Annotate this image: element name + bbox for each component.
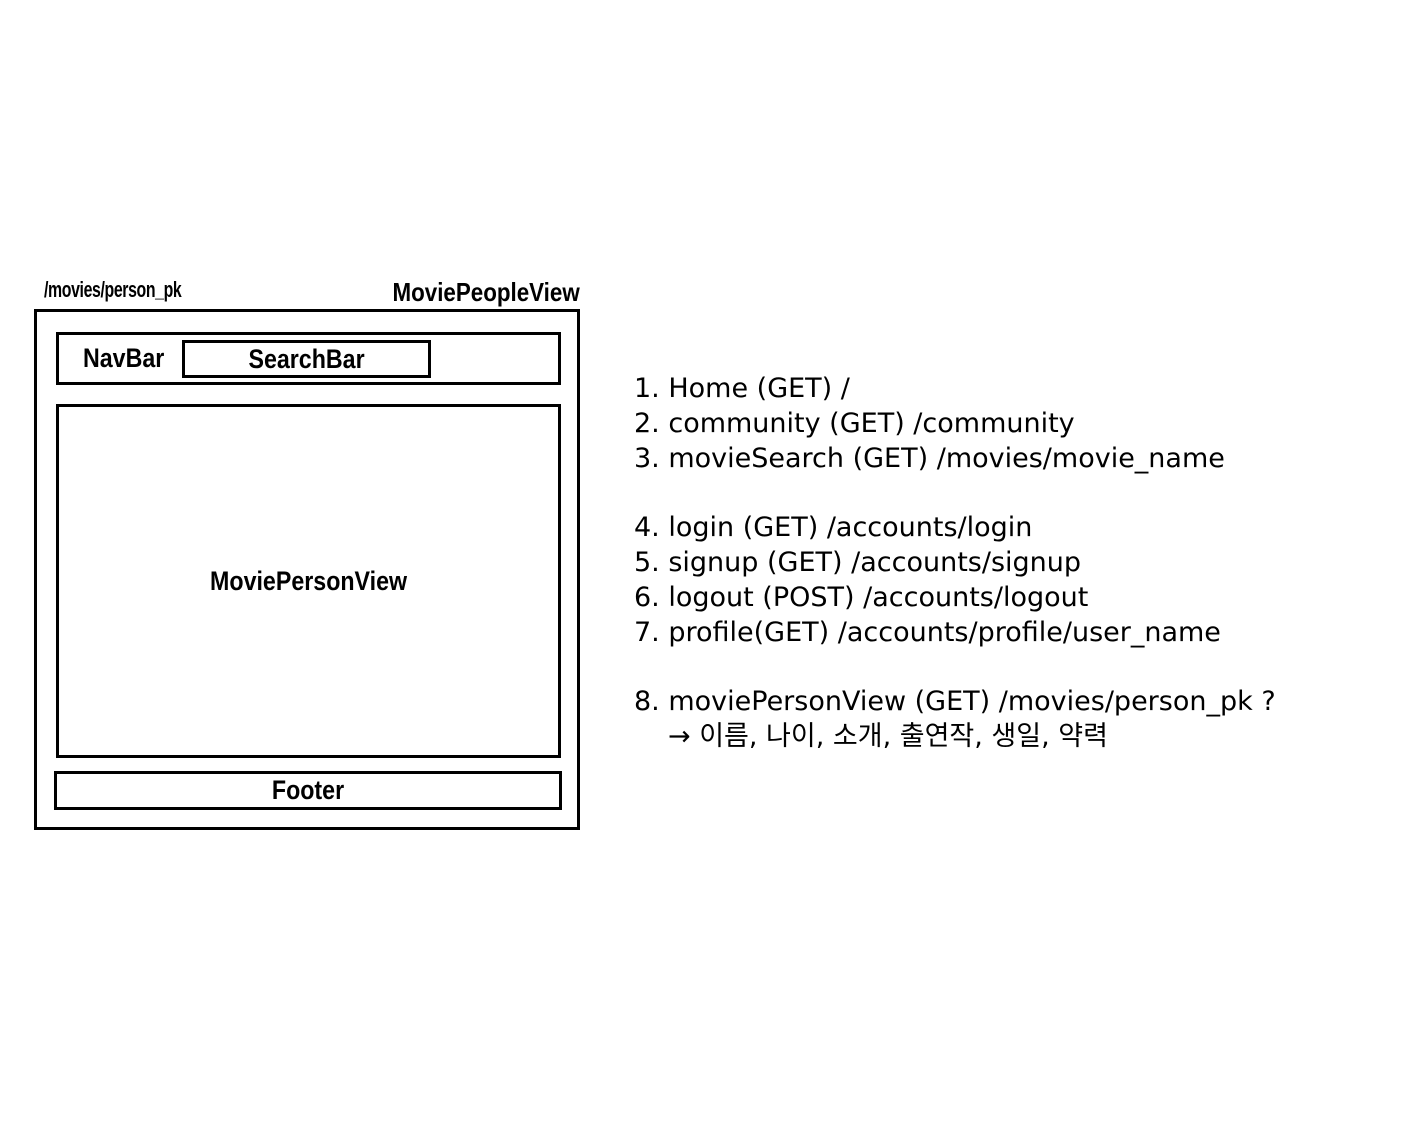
list-gap — [634, 476, 1276, 510]
page-frame — [34, 309, 580, 830]
main-view-box: MoviePersonView — [56, 404, 561, 758]
searchbar-box: SearchBar — [182, 340, 431, 378]
searchbar-label: SearchBar — [248, 343, 365, 374]
endpoint-item: 4. login (GET) /accounts/login — [634, 512, 1033, 543]
footer-box: Footer — [54, 771, 562, 810]
navbar-box — [56, 332, 561, 385]
route-label: /movies/person_pk — [44, 277, 182, 302]
endpoint-item: 7. profile(GET) /accounts/profile/user_n… — [634, 617, 1221, 648]
view-name-label: MoviePeopleView — [392, 277, 580, 307]
endpoint-item: 1. Home (GET) / — [634, 373, 850, 404]
endpoint-item: 2. community (GET) /community — [634, 408, 1075, 439]
endpoint-item: 8. moviePersonView (GET) /movies/person_… — [634, 686, 1276, 717]
endpoint-item: 5. signup (GET) /accounts/signup — [634, 547, 1082, 578]
endpoint-item: 6. logout (POST) /accounts/logout — [634, 582, 1089, 613]
footer-label: Footer — [271, 775, 345, 805]
list-gap — [634, 650, 1276, 684]
navbar-label: NavBar — [83, 343, 165, 373]
endpoint-list: 1. Home (GET) / 2. community (GET) /comm… — [634, 371, 1276, 754]
endpoint-item: 3. movieSearch (GET) /movies/movie_name — [634, 443, 1225, 474]
main-view-label: MoviePersonView — [209, 565, 408, 596]
endpoint-note: → 이름, 나이, 소개, 출연작, 생일, 약력 — [668, 721, 1108, 752]
